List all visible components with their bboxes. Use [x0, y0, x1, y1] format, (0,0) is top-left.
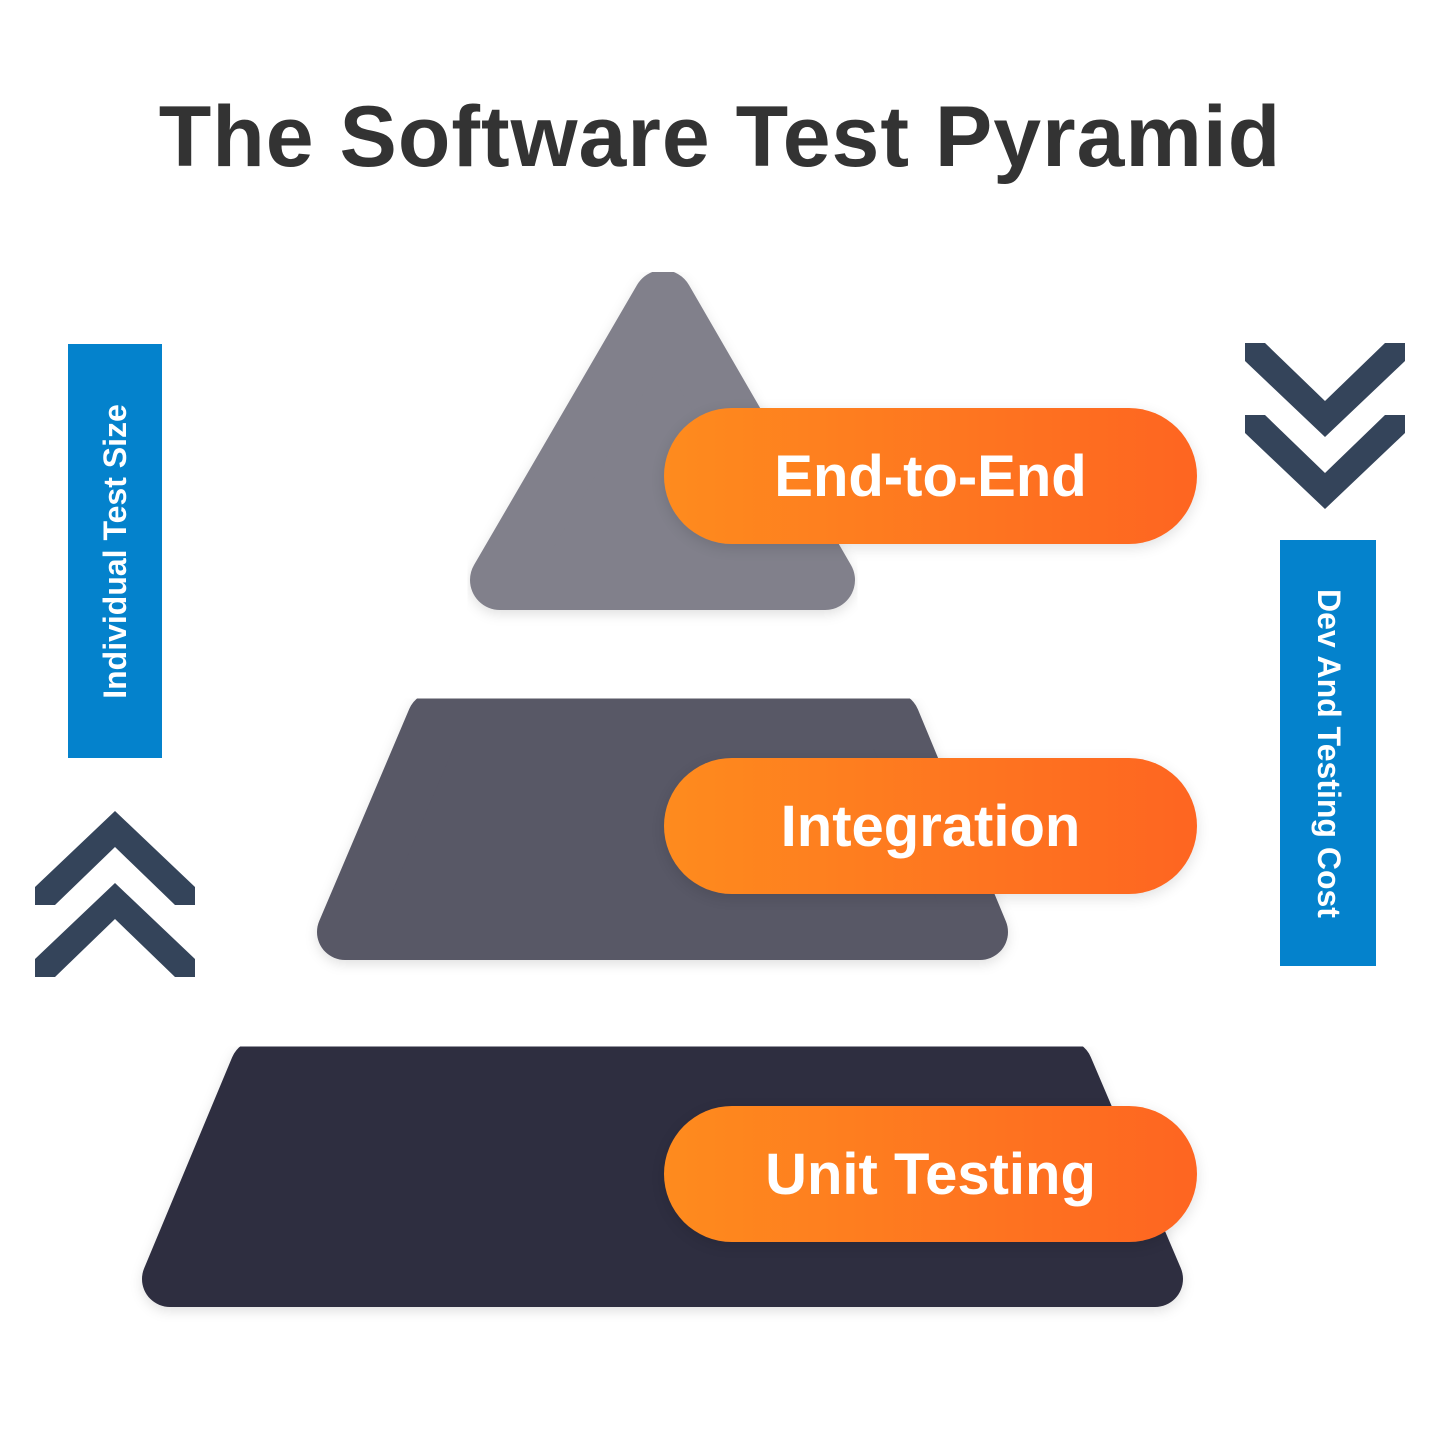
level-label-integration: Integration: [664, 758, 1197, 894]
chevron-up-icon: [35, 811, 195, 977]
dev-testing-cost-axis: Dev And Testing Cost: [1280, 540, 1376, 966]
individual-test-size-axis: Individual Test Size: [68, 344, 162, 758]
level-label-unit-testing: Unit Testing: [664, 1106, 1197, 1242]
left-axis-label: Individual Test Size: [96, 403, 133, 699]
right-axis-label: Dev And Testing Cost: [1310, 588, 1347, 918]
chevron-down-icon: [1245, 343, 1405, 509]
page-title: The Software Test Pyramid: [158, 89, 1282, 185]
level-label-end-to-end: End-to-End: [664, 408, 1197, 544]
